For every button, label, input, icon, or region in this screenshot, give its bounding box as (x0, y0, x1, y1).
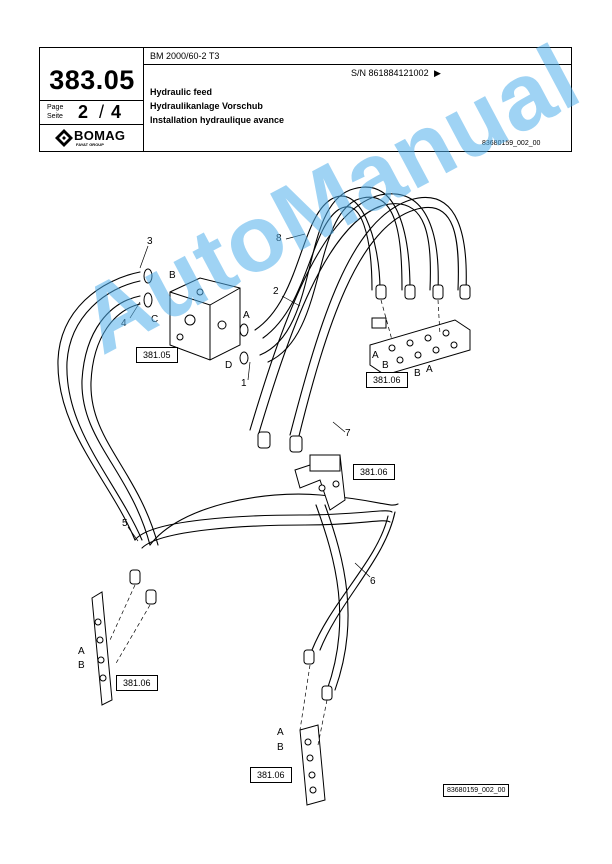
port-d-valve: D (225, 360, 233, 371)
fitting-4 (143, 292, 153, 308)
port-b-lower-left: B (78, 660, 85, 671)
model-label: BM 2000/60-2 T3 (150, 51, 220, 61)
hose-4-outer (81, 295, 151, 546)
bracket-middle (294, 454, 346, 511)
callout-4: 4 (121, 318, 127, 329)
hose-6b-outer (324, 504, 349, 691)
port-a-valve: A (243, 310, 250, 321)
ref-box-valve[interactable]: 381.05 (136, 347, 178, 363)
fitting-7a (257, 431, 271, 449)
serial-number: S/N 861884121002 (351, 68, 429, 78)
brand-group: FAYAT GROUP (76, 142, 104, 147)
title-english: Hydraulic feed (150, 87, 213, 97)
page-separator: / (99, 102, 105, 122)
port-a-manifold: A (372, 350, 379, 361)
title-french: Installation hydraulique avance (150, 115, 285, 125)
ref-box-lower-center[interactable]: 381.06 (250, 767, 292, 783)
fitting-3 (143, 268, 153, 284)
ref-box-manifold[interactable]: 381.06 (366, 372, 408, 388)
port-a-lower-center: A (277, 727, 284, 738)
plate-lower-center (299, 724, 326, 806)
port-b-manifold-2: B (414, 368, 421, 379)
hose-5-outer (134, 510, 393, 541)
drawing-reference: 83680159_002_00 (482, 140, 541, 147)
fitting-8d (459, 284, 471, 300)
hose-6-outer (319, 511, 396, 651)
hose-8b-outer (259, 186, 411, 356)
page-label-de: Seite (47, 113, 63, 120)
brand-name: BOMAG (74, 128, 126, 143)
header-divider-2 (40, 100, 143, 101)
hose-3-outer (57, 271, 141, 541)
page-current: 2 (78, 102, 89, 122)
fitting-5a (129, 569, 141, 585)
header-divider-1 (143, 64, 571, 65)
callout-8: 8 (276, 233, 282, 244)
fitting-8c (432, 284, 444, 300)
hose-4-inner (90, 303, 159, 546)
hose-8a-outer (254, 195, 381, 331)
callout-3: 3 (147, 236, 153, 247)
plate-lower-left (91, 591, 113, 706)
hose-8d-inner (297, 207, 459, 441)
title-german: Hydraulikanlage Vorschub (150, 101, 263, 111)
ref-box-lower-left[interactable]: 381.06 (116, 675, 158, 691)
hose-8b-inner (267, 196, 403, 363)
callout-6: 6 (370, 576, 376, 587)
hose-3-inner (66, 280, 143, 541)
header-block: BM 2000/60-2 T3 S/N 861884121002 ▶ 383.0… (39, 47, 572, 152)
hose-8a-inner (262, 206, 373, 339)
bomag-logo: BOMAG FAYAT GROUP (52, 128, 142, 150)
hose-8c-inner (257, 203, 431, 437)
header-divider-vertical (143, 48, 144, 151)
callout-7: 7 (345, 428, 351, 439)
fitting-6b (321, 685, 333, 701)
callout-5: 5 (122, 518, 128, 529)
port-b-valve: B (169, 270, 176, 281)
fitting-5b (145, 589, 157, 605)
port-b-manifold: B (382, 360, 389, 371)
document-number: 383.05 (49, 65, 135, 95)
fitting-6a (303, 649, 315, 665)
header-divider-3 (40, 124, 143, 125)
hose-6b-inner (315, 504, 341, 691)
port-a-lower-left: A (78, 646, 85, 657)
fitting-8a (375, 284, 387, 300)
callout-2: 2 (273, 286, 279, 297)
next-arrow-icon[interactable]: ▶ (434, 68, 441, 78)
hose-5b-outer (149, 493, 399, 546)
ref-box-bracket[interactable]: 381.06 (353, 464, 395, 480)
fitting-8b (404, 284, 416, 300)
bomag-diamond-icon (55, 129, 73, 147)
hose-8d-outer (289, 197, 467, 436)
callout-1: 1 (241, 378, 247, 389)
hose-6-inner (311, 515, 389, 651)
drawing-reference-bottom: 83680159_002_00 (443, 784, 510, 797)
port-c-valve: C (151, 314, 159, 325)
page-label-en: Page (47, 104, 64, 111)
valve-block (169, 277, 241, 361)
manifold-upper (369, 317, 471, 376)
page-total: 4 (111, 102, 122, 122)
fitting-d (239, 351, 249, 365)
hose-5-inner (141, 520, 391, 549)
port-b-lower-center: B (277, 742, 284, 753)
page-label: Page Seite (47, 103, 63, 121)
fitting-7b (289, 435, 303, 453)
port-a-manifold-2: A (426, 364, 433, 375)
fitting-a (239, 323, 249, 337)
hose-8c-outer (249, 193, 439, 431)
